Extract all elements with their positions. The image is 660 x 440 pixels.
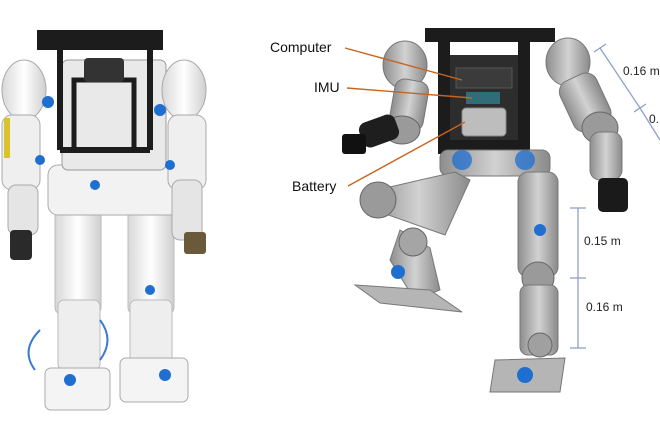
forearm-length-label: 0. (649, 112, 660, 126)
computer-leader-line (344, 47, 463, 81)
photo-left-shank (57, 299, 101, 371)
photo-right-foot (119, 357, 189, 403)
battery-label: Battery (292, 178, 337, 194)
photo-cabling (4, 96, 175, 386)
photo-right-gripper (184, 232, 206, 254)
cad-computer-box (455, 67, 513, 89)
photo-left-forearm (7, 184, 39, 236)
photo-right-thigh (127, 204, 175, 316)
computer-label: Computer (270, 39, 332, 55)
photo-left-shoulder (1, 59, 47, 121)
shank-length-label: 0.16 m (586, 300, 623, 314)
annotation-leader-lines (344, 47, 473, 187)
thigh-length-label: 0.15 m (584, 234, 621, 248)
photo-right-forearm (171, 179, 203, 241)
dimension-lines (570, 43, 660, 349)
cad-hip-actuator-left (452, 150, 472, 170)
cad-hip-actuator-right (515, 150, 535, 170)
robot-cad-render (342, 28, 660, 393)
photo-left-foot (44, 367, 111, 411)
upper-arm-length-label: 0.16 m (623, 64, 660, 78)
photo-left-gripper (10, 230, 32, 260)
dim-forearm-line (639, 107, 660, 141)
photo-pelvis (47, 164, 181, 216)
cad-imu-box (466, 92, 500, 104)
robot-photo (1, 30, 207, 411)
cad-left-leg (353, 171, 471, 313)
photo-right-shoulder (161, 59, 207, 121)
cad-right-arm (545, 37, 628, 212)
photo-head-unit (84, 58, 124, 82)
imu-label: IMU (314, 79, 340, 95)
battery-leader-line (347, 121, 466, 187)
cad-right-leg (489, 171, 566, 393)
photo-frame (37, 30, 163, 153)
cad-battery-box (461, 107, 507, 137)
photo-left-thigh (54, 204, 102, 316)
imu-leader-line (346, 87, 473, 99)
cad-left-arm (342, 40, 429, 154)
dim-upper-arm-line (599, 47, 641, 109)
photo-right-upper-arm (167, 114, 207, 191)
